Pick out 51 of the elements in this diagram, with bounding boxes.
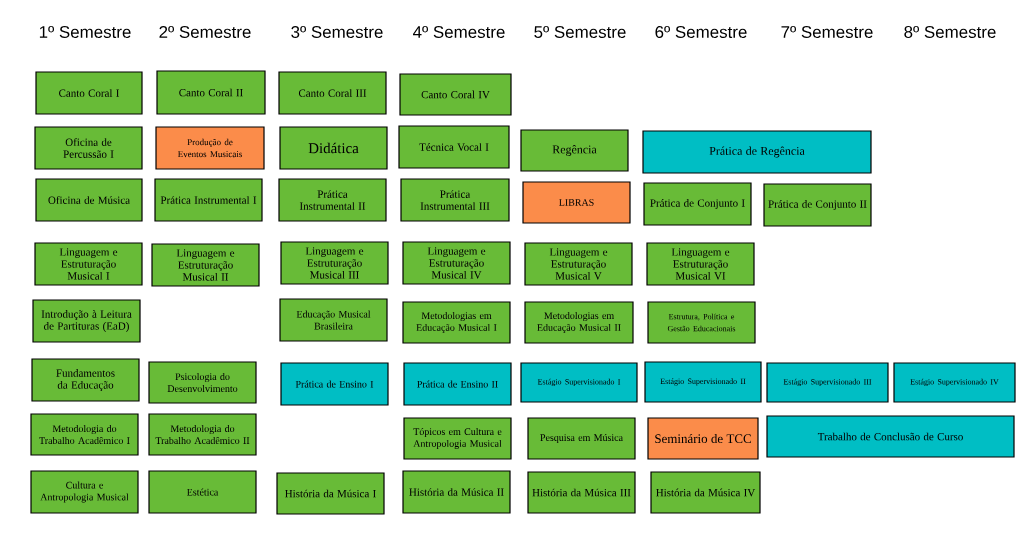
- course-box: Metodologias em Educação Musical II: [524, 301, 634, 344]
- course-box: Linguagem e Estruturação Musical V: [524, 242, 633, 286]
- semester-heading: 2º Semestre: [159, 26, 251, 38]
- course-box: Produção de Eventos Musicais: [155, 126, 265, 170]
- semester-heading: 1º Semestre: [39, 26, 131, 38]
- course-box: Oficina de Música: [35, 178, 143, 222]
- course-box: Cultura e Antropologia Musical: [30, 470, 139, 514]
- course-box: Metodologia do Trabalho Acadêmico II: [148, 413, 257, 456]
- course-box: Canto Coral III: [278, 71, 387, 115]
- course-box: Psicologia do Desenvolvimento: [148, 361, 257, 404]
- course-box: Prática de Conjunto I: [643, 182, 752, 226]
- semester-heading: 5º Semestre: [534, 26, 626, 38]
- course-box: Prática de Ensino II: [403, 362, 512, 406]
- course-box: Linguagem e Estruturação Musical II: [151, 243, 260, 287]
- course-box: Técnica Vocal I: [398, 125, 510, 169]
- course-box: Didática: [279, 126, 388, 170]
- course-box: Seminário de TCC: [647, 417, 759, 460]
- course-box: Prática Instrumental III: [400, 178, 510, 222]
- course-box: Linguagem e Estruturação Musical IV: [402, 241, 511, 285]
- semester-heading: 8º Semestre: [904, 26, 996, 38]
- course-box: Trabalho de Conclusão de Curso: [766, 415, 1015, 458]
- course-box: LIBRAS: [522, 181, 631, 224]
- course-box: Linguagem e Estruturação Musical I: [34, 242, 143, 286]
- course-box: Canto Coral IV: [399, 73, 512, 116]
- course-box: Linguagem e Estruturação Musical VI: [646, 242, 755, 286]
- course-box: Prática de Regência: [642, 130, 872, 174]
- semester-heading: 4º Semestre: [413, 26, 505, 38]
- course-box: Educação Musical Brasileira: [279, 298, 388, 342]
- semester-heading: 6º Semestre: [655, 26, 747, 38]
- course-box: Fundamentos da Educação: [31, 358, 140, 402]
- course-box: Canto Coral I: [35, 71, 143, 115]
- course-box: História da Música IV: [650, 471, 761, 514]
- course-box: Introdução à Leitura de Partituras (EaD): [32, 299, 141, 343]
- course-box: Canto Coral II: [156, 70, 266, 115]
- semester-heading: 7º Semestre: [781, 26, 873, 38]
- course-box: História da Música I: [276, 472, 385, 515]
- course-box: Prática de Ensino I: [280, 362, 389, 406]
- course-box: Estética: [148, 470, 257, 514]
- course-box: Regência: [520, 129, 629, 172]
- course-box: Tópicos em Cultura e Antropologia Musical: [403, 417, 512, 460]
- course-box: Prática Instrumental I: [154, 178, 263, 222]
- course-box: História da Música II: [402, 470, 511, 514]
- course-box: Prática de Conjunto II: [763, 183, 872, 227]
- course-box: Metodologias em Educação Musical I: [402, 301, 511, 344]
- course-box: História da Música III: [527, 471, 636, 514]
- course-box: Prática Instrumental II: [278, 178, 387, 222]
- semester-heading: 3º Semestre: [291, 26, 383, 38]
- course-box: Metodologia do Trabalho Acadêmico I: [30, 413, 139, 456]
- course-box: Oficina de Percussão I: [34, 126, 143, 170]
- course-box: Linguagem e Estruturação Musical III: [280, 241, 389, 285]
- course-box: Pesquisa em Música: [527, 417, 636, 460]
